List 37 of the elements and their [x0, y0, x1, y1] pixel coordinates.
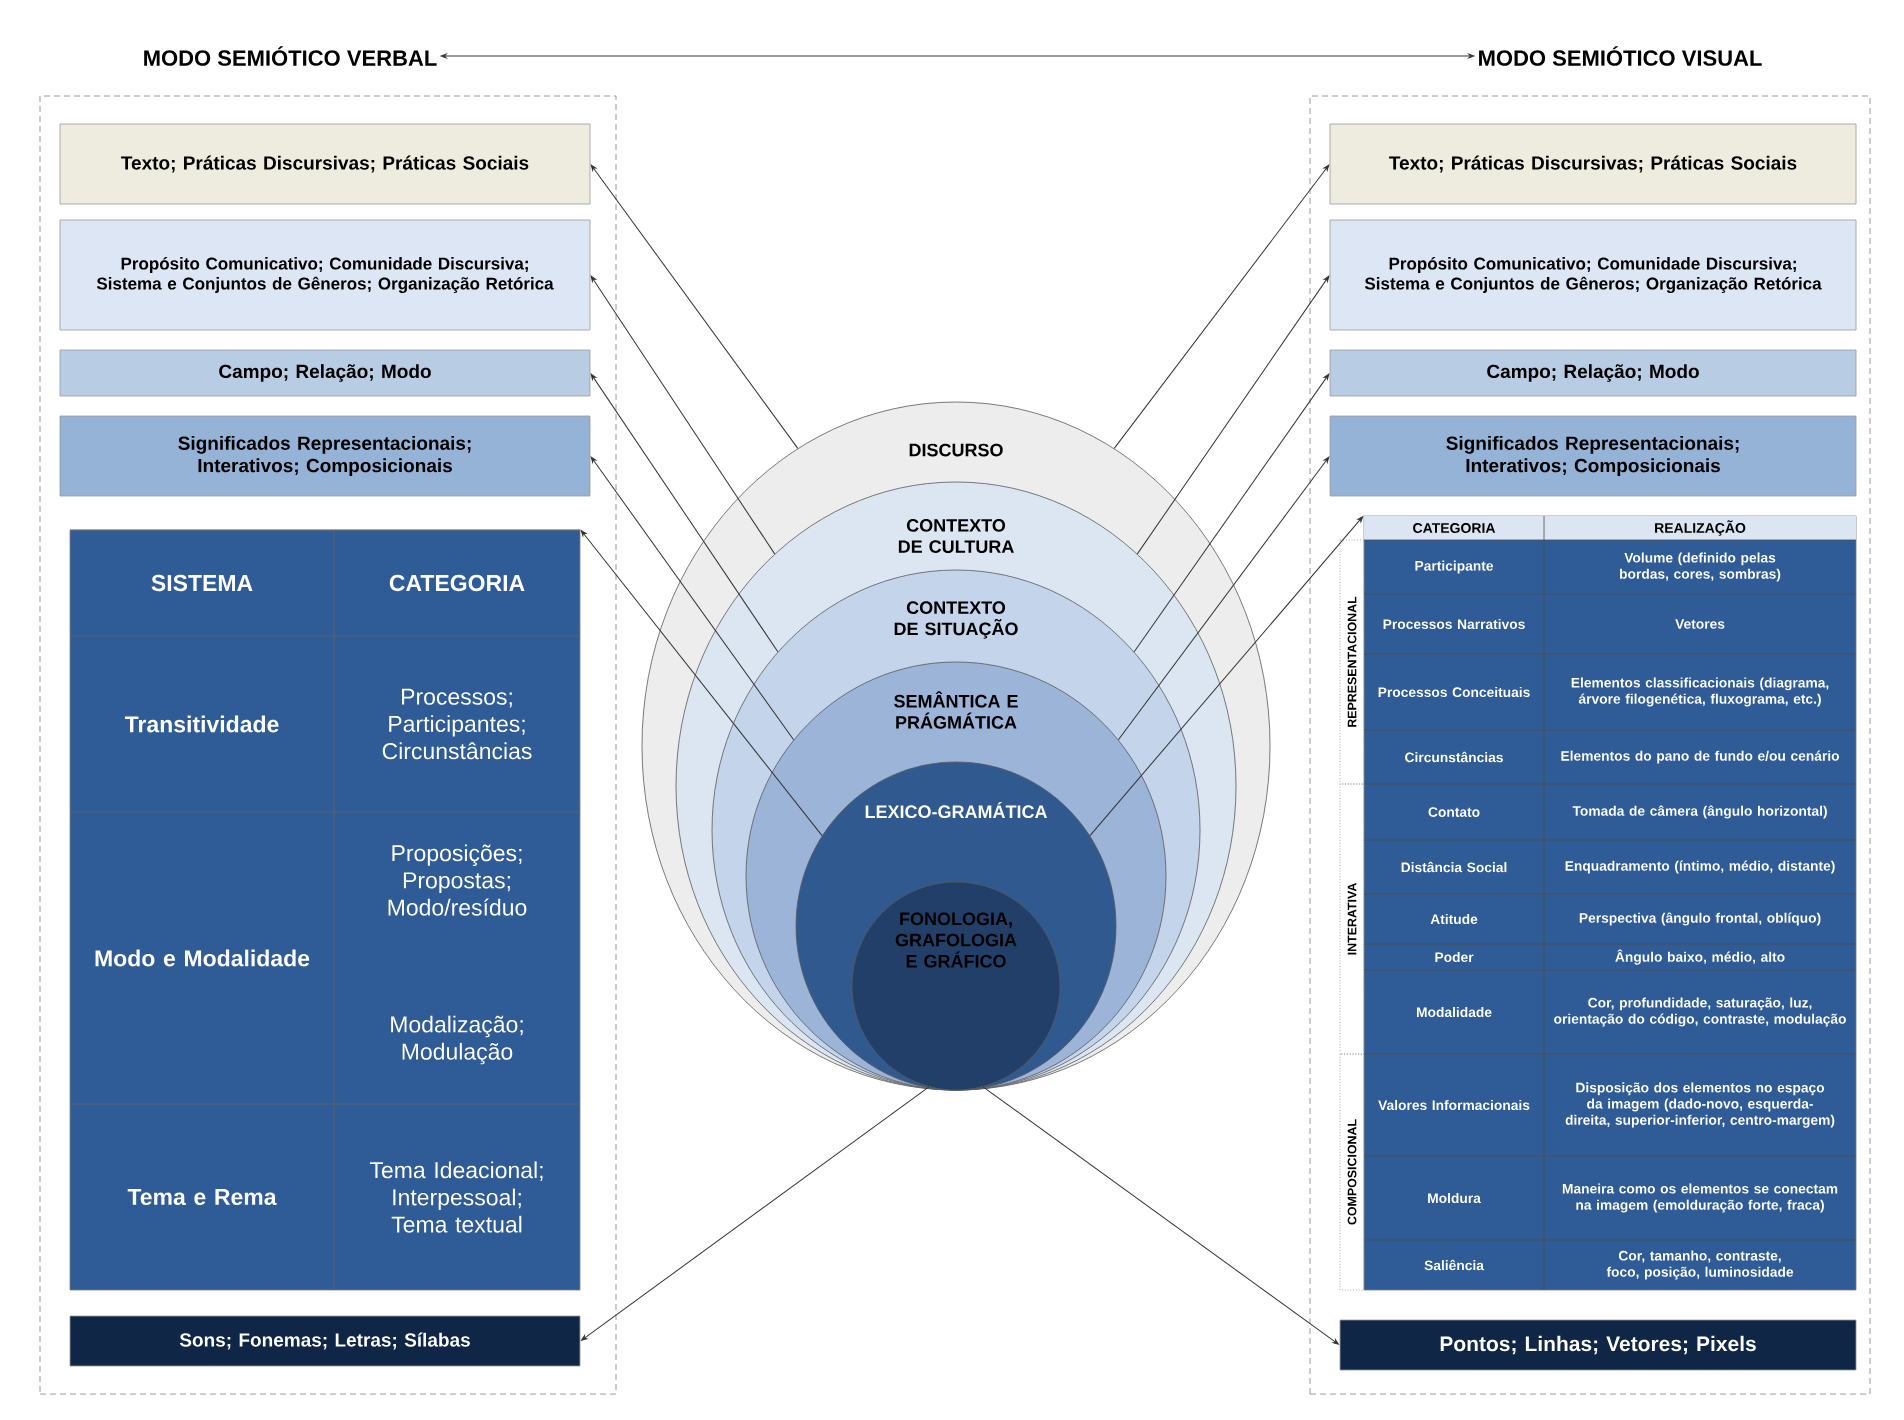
table: [69, 529, 581, 1291]
connector-arrow: [581, 1086, 930, 1341]
connector-arrow: [580, 530, 823, 837]
heading: MODO SEMIÓTICO VERBAL: [144, 46, 437, 66]
text-box: Texto; Práticas Discursivas; Práticas Sociais: [1329, 123, 1857, 205]
table-cell: Transitividade: [124, 715, 279, 733]
double-arrow: [440, 53, 1475, 59]
table-cell: CATEGORIA: [389, 574, 525, 592]
connector-arrow: [1113, 164, 1330, 449]
circle-layer: FONOLOGIA, GRAFOLOGIA E GRÁFICO: [851, 881, 1061, 1091]
connector-arrow: [590, 164, 799, 449]
text-box: Propósito Comunicativo; Comunidade Discursiva; Sistema e Conjuntos de Gêneros; Organização Retórica: [1329, 219, 1857, 331]
text-box: Significados Representacionais; Interativos; Composicionais: [1329, 415, 1857, 497]
text-box: Propósito Comunicativo; Comunidade Discursiva; Sistema e Conjuntos de Gêneros; Organização Retórica: [59, 219, 591, 331]
text-box: Sons; Fonemas; Letras; Sílabas: [69, 1315, 581, 1367]
table-cell: SISTEMA: [151, 574, 253, 592]
connector-arrow: [1117, 456, 1330, 741]
text-box: Campo; Relação; Modo: [1329, 349, 1857, 397]
connector-arrow: [590, 275, 776, 555]
text-box: Campo; Relação; Modo: [59, 349, 591, 397]
table-cell: Modalização; Modulação: [391, 1015, 523, 1065]
connector-arrow: [1133, 373, 1330, 653]
table-cell: Tema Ideacional; Interpessoal; Tema textual: [369, 1161, 543, 1233]
table-cell: Processos; Participantes; Circunstâncias: [382, 688, 532, 760]
table-cell: Tema e Rema: [127, 1189, 277, 1206]
text-box: Pontos; Linhas; Vetores; Pixels: [1339, 1319, 1857, 1371]
table-cell: Modo e Modalidade: [95, 949, 310, 967]
text-box: Texto; Práticas Discursivas; Práticas Sociais: [59, 123, 591, 205]
connector-arrow: [1136, 275, 1330, 555]
connector-arrow: [1089, 516, 1364, 837]
connector-arrow: [590, 456, 795, 741]
text-box: Significados Representacionais; Interativos; Composicionais: [59, 415, 591, 497]
table-cell: Proposições; Propostas; Modo/resíduo: [388, 844, 527, 916]
heading: MODO SEMIÓTICO VISUAL: [1479, 46, 1762, 66]
connector-arrow: [590, 373, 779, 653]
table: [1339, 515, 1857, 1291]
connector-arrow: [982, 1086, 1339, 1345]
